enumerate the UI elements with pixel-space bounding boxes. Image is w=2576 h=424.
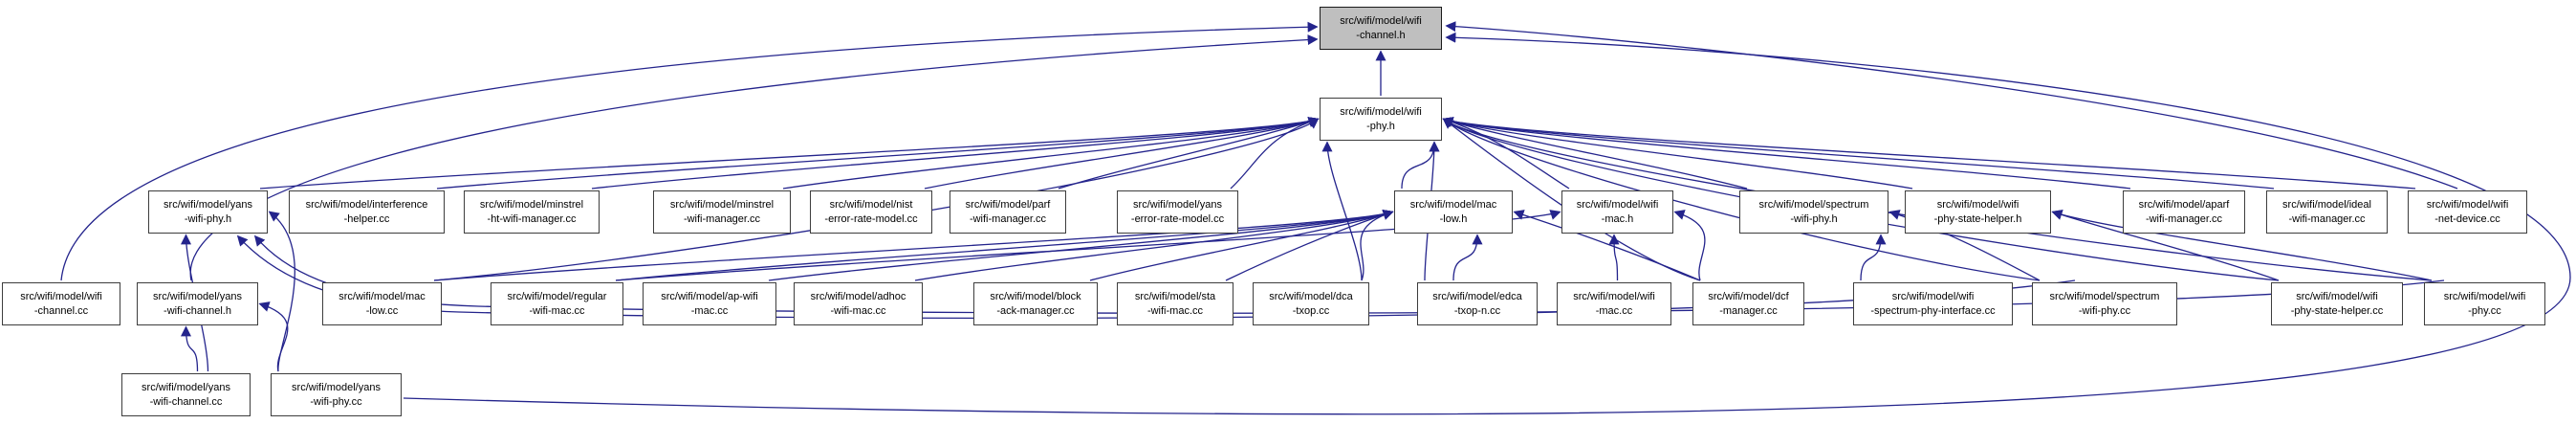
edge-spectrum-wifi-phy-cc-to-wifi-phy-h [1442,118,2041,281]
edge-minstrel-ht-wifi-manager-cc-to-wifi-phy-h [591,117,1320,190]
node-spectrum-wifi-phy-cc[interactable]: src/wifi/model/spectrum -wifi-phy.cc [2032,282,2177,325]
edge-wifi-mac-cc-to-wifi-mac-h [1608,234,1620,281]
node-wifi-phy-state-helper-h[interactable]: src/wifi/model/wifi -phy-state-helper.h [1905,190,2051,234]
edge-wifi-spectrum-phy-interface-cc-to-spectrum-wifi-phy-h [1860,234,1887,281]
edge-mac-low-cc-to-mac-low-h [433,210,1394,281]
edge-wifi-phy-cc-to-wifi-phy-state-helper-h [2051,210,2433,281]
edge-spectrum-wifi-phy-h-to-wifi-phy-h [1442,117,1748,190]
edge-aparf-wifi-manager-cc-to-wifi-phy-h [1442,117,2131,190]
edge-adhoc-wifi-mac-cc-to-mac-low-h [914,210,1394,281]
node-wifi-channel-h[interactable]: src/wifi/model/wifi -channel.h [1320,7,1442,50]
edge-nist-error-rate-model-cc-to-wifi-phy-h [924,117,1320,190]
node-dcf-manager-cc[interactable]: src/wifi/model/dcf -manager.cc [1692,282,1804,325]
node-block-ack-manager-cc[interactable]: src/wifi/model/block -ack-manager.cc [973,282,1098,325]
node-minstrel-ht-wifi-manager-cc[interactable]: src/wifi/model/minstrel -ht-wifi-manager… [464,190,600,234]
edge-wifi-net-device-cc-to-wifi-channel-h [1445,21,2458,190]
edge-minstrel-wifi-manager-cc-to-wifi-phy-h [782,117,1320,190]
edge-dcf-manager-cc-to-mac-low-h [1513,210,1701,281]
node-edca-txop-n-cc[interactable]: src/wifi/model/edca -txop-n.cc [1417,282,1538,325]
edge-ap-wifi-mac-cc-to-mac-low-h [768,210,1394,281]
edge-dca-txop-cc-to-mac-low-h [1360,210,1394,281]
edge-yans-wifi-channel-h-to-wifi-channel-h [189,34,1319,281]
node-adhoc-wifi-mac-cc[interactable]: src/wifi/model/adhoc -wifi-mac.cc [794,282,923,325]
node-nist-error-rate-model-cc[interactable]: src/wifi/model/nist -error-rate-model.cc [810,190,932,234]
node-wifi-channel-cc[interactable]: src/wifi/model/wifi -channel.cc [2,282,120,325]
edge-yans-error-rate-model-cc-to-wifi-phy-h [1230,117,1320,190]
node-yans-wifi-channel-cc[interactable]: src/wifi/model/yans -wifi-channel.cc [121,373,251,416]
edge-yans-wifi-phy-h-to-wifi-phy-h [259,117,1320,190]
edge-dca-txop-cc-to-wifi-phy-h [1321,141,1363,281]
edge-wifi-channel-cc-to-wifi-channel-h [60,21,1319,281]
node-interference-helper-cc[interactable]: src/wifi/model/interference -helper.cc [289,190,445,234]
edge-yans-wifi-phy-cc-to-yans-wifi-phy-h [268,211,295,372]
node-ideal-wifi-manager-cc[interactable]: src/wifi/model/ideal -wifi-manager.cc [2266,190,2388,234]
edge-wifi-phy-state-helper-cc-to-wifi-phy-state-helper-h [2051,210,2280,281]
node-minstrel-wifi-manager-cc[interactable]: src/wifi/model/minstrel -wifi-manager.cc [653,190,791,234]
node-sta-wifi-mac-cc[interactable]: src/wifi/model/sta -wifi-mac.cc [1117,282,1233,325]
node-yans-wifi-phy-h[interactable]: src/wifi/model/yans -wifi-phy.h [148,190,268,234]
node-parf-wifi-manager-cc[interactable]: src/wifi/model/parf -wifi-manager.cc [950,190,1066,234]
node-wifi-net-device-cc[interactable]: src/wifi/model/wifi -net-device.cc [2408,190,2527,234]
edge-regular-wifi-mac-cc-to-mac-low-h [615,210,1394,281]
edge-sta-wifi-mac-cc-to-mac-low-h [1225,210,1394,281]
node-mac-low-h[interactable]: src/wifi/model/mac -low.h [1394,190,1513,234]
edge-parf-wifi-manager-cc-to-wifi-phy-h [1058,117,1320,190]
node-wifi-phy-cc[interactable]: src/wifi/model/wifi -phy.cc [2424,282,2545,325]
edge-wifi-mac-h-to-wifi-phy-h [1442,117,1570,190]
edge-yans-wifi-channel-cc-to-yans-wifi-channel-h [180,325,199,372]
edge-dcf-manager-cc-to-wifi-mac-h [1673,210,1706,281]
node-yans-wifi-phy-cc[interactable]: src/wifi/model/yans -wifi-phy.cc [271,373,402,416]
node-regular-wifi-mac-cc[interactable]: src/wifi/model/regular -wifi-mac.cc [491,282,623,325]
node-wifi-phy-state-helper-cc[interactable]: src/wifi/model/wifi -phy-state-helper.cc [2271,282,2403,325]
node-dca-txop-cc[interactable]: src/wifi/model/dca -txop.cc [1253,282,1369,325]
edge-yans-wifi-phy-cc-to-yans-wifi-channel-h [258,301,289,372]
edge-interference-helper-cc-to-wifi-phy-h [436,117,1320,190]
node-ap-wifi-mac-cc[interactable]: src/wifi/model/ap-wifi -mac.cc [643,282,776,325]
node-wifi-spectrum-phy-interface-cc[interactable]: src/wifi/model/wifi -spectrum-phy-interf… [1853,282,2013,325]
node-mac-low-cc[interactable]: src/wifi/model/mac -low.cc [322,282,442,325]
node-aparf-wifi-manager-cc[interactable]: src/wifi/model/aparf -wifi-manager.cc [2123,190,2245,234]
node-yans-error-rate-model-cc[interactable]: src/wifi/model/yans -error-rate-model.cc [1117,190,1238,234]
edge-wifi-phy-state-helper-h-to-wifi-phy-h [1442,117,1913,190]
node-wifi-mac-h[interactable]: src/wifi/model/wifi -mac.h [1561,190,1673,234]
node-yans-wifi-channel-h[interactable]: src/wifi/model/yans -wifi-channel.h [137,282,258,325]
node-wifi-phy-h[interactable]: src/wifi/model/wifi -phy.h [1320,98,1442,141]
node-wifi-mac-cc[interactable]: src/wifi/model/wifi -mac.cc [1557,282,1671,325]
edge-edca-txop-n-cc-to-mac-low-h [1452,234,1483,281]
edge-wifi-net-device-cc-to-wifi-phy-h [1442,117,2416,190]
edge-block-ack-manager-cc-to-mac-low-h [1089,210,1394,281]
node-spectrum-wifi-phy-h[interactable]: src/wifi/model/spectrum -wifi-phy.h [1739,190,1888,234]
